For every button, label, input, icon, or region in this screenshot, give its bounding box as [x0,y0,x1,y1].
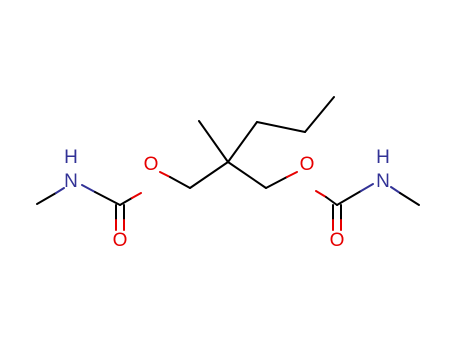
bond-ester-o-ch2-left [159,171,171,178]
bond-propyl-1 [227,121,258,163]
bond-carbonyl-ester-o-left [119,197,133,206]
bond-ester-o-ch2-left [169,176,191,189]
bond-carbonyl-n-right [360,183,374,192]
bond-quaternary-ch2-right [227,161,267,189]
bond-carbonyl-ester-o-left [131,192,142,199]
bond-ch2-quaternary-left [189,161,229,189]
atom-h-left: H [64,147,78,168]
bonds [36,96,420,231]
bond-methyl-n-left [36,192,57,205]
bond-carbonyl-n-right [336,190,362,206]
atom-h-right: H [376,147,390,168]
bond-methyl-n-left [55,187,65,194]
atom-o-ester-right: O [300,154,315,175]
bond-n-methyl-right [390,186,401,194]
atom-n-left: N [64,171,78,192]
atom-o-carbonyl-left: O [113,230,128,251]
atom-labels: H N O O O O H N [64,147,390,251]
bond-propyl-2 [256,121,306,133]
bond-ester-o-carbonyl-right [315,190,327,198]
bond-ester-o-carbonyl-right [325,196,338,206]
bond-n-carbonyl-left [94,191,121,206]
bond-n-methyl-right [399,192,420,206]
bond-quaternary-methyl [198,120,229,163]
atom-n-right: N [376,171,390,192]
bond-propyl-3 [304,96,335,133]
atom-o-carbonyl-right: O [330,230,345,251]
bond-ch2-ester-o-right [286,171,298,178]
bond-ch2-ester-o-right [265,176,288,189]
atom-o-ester-left: O [144,154,159,175]
bond-n-carbonyl-left [81,184,96,193]
